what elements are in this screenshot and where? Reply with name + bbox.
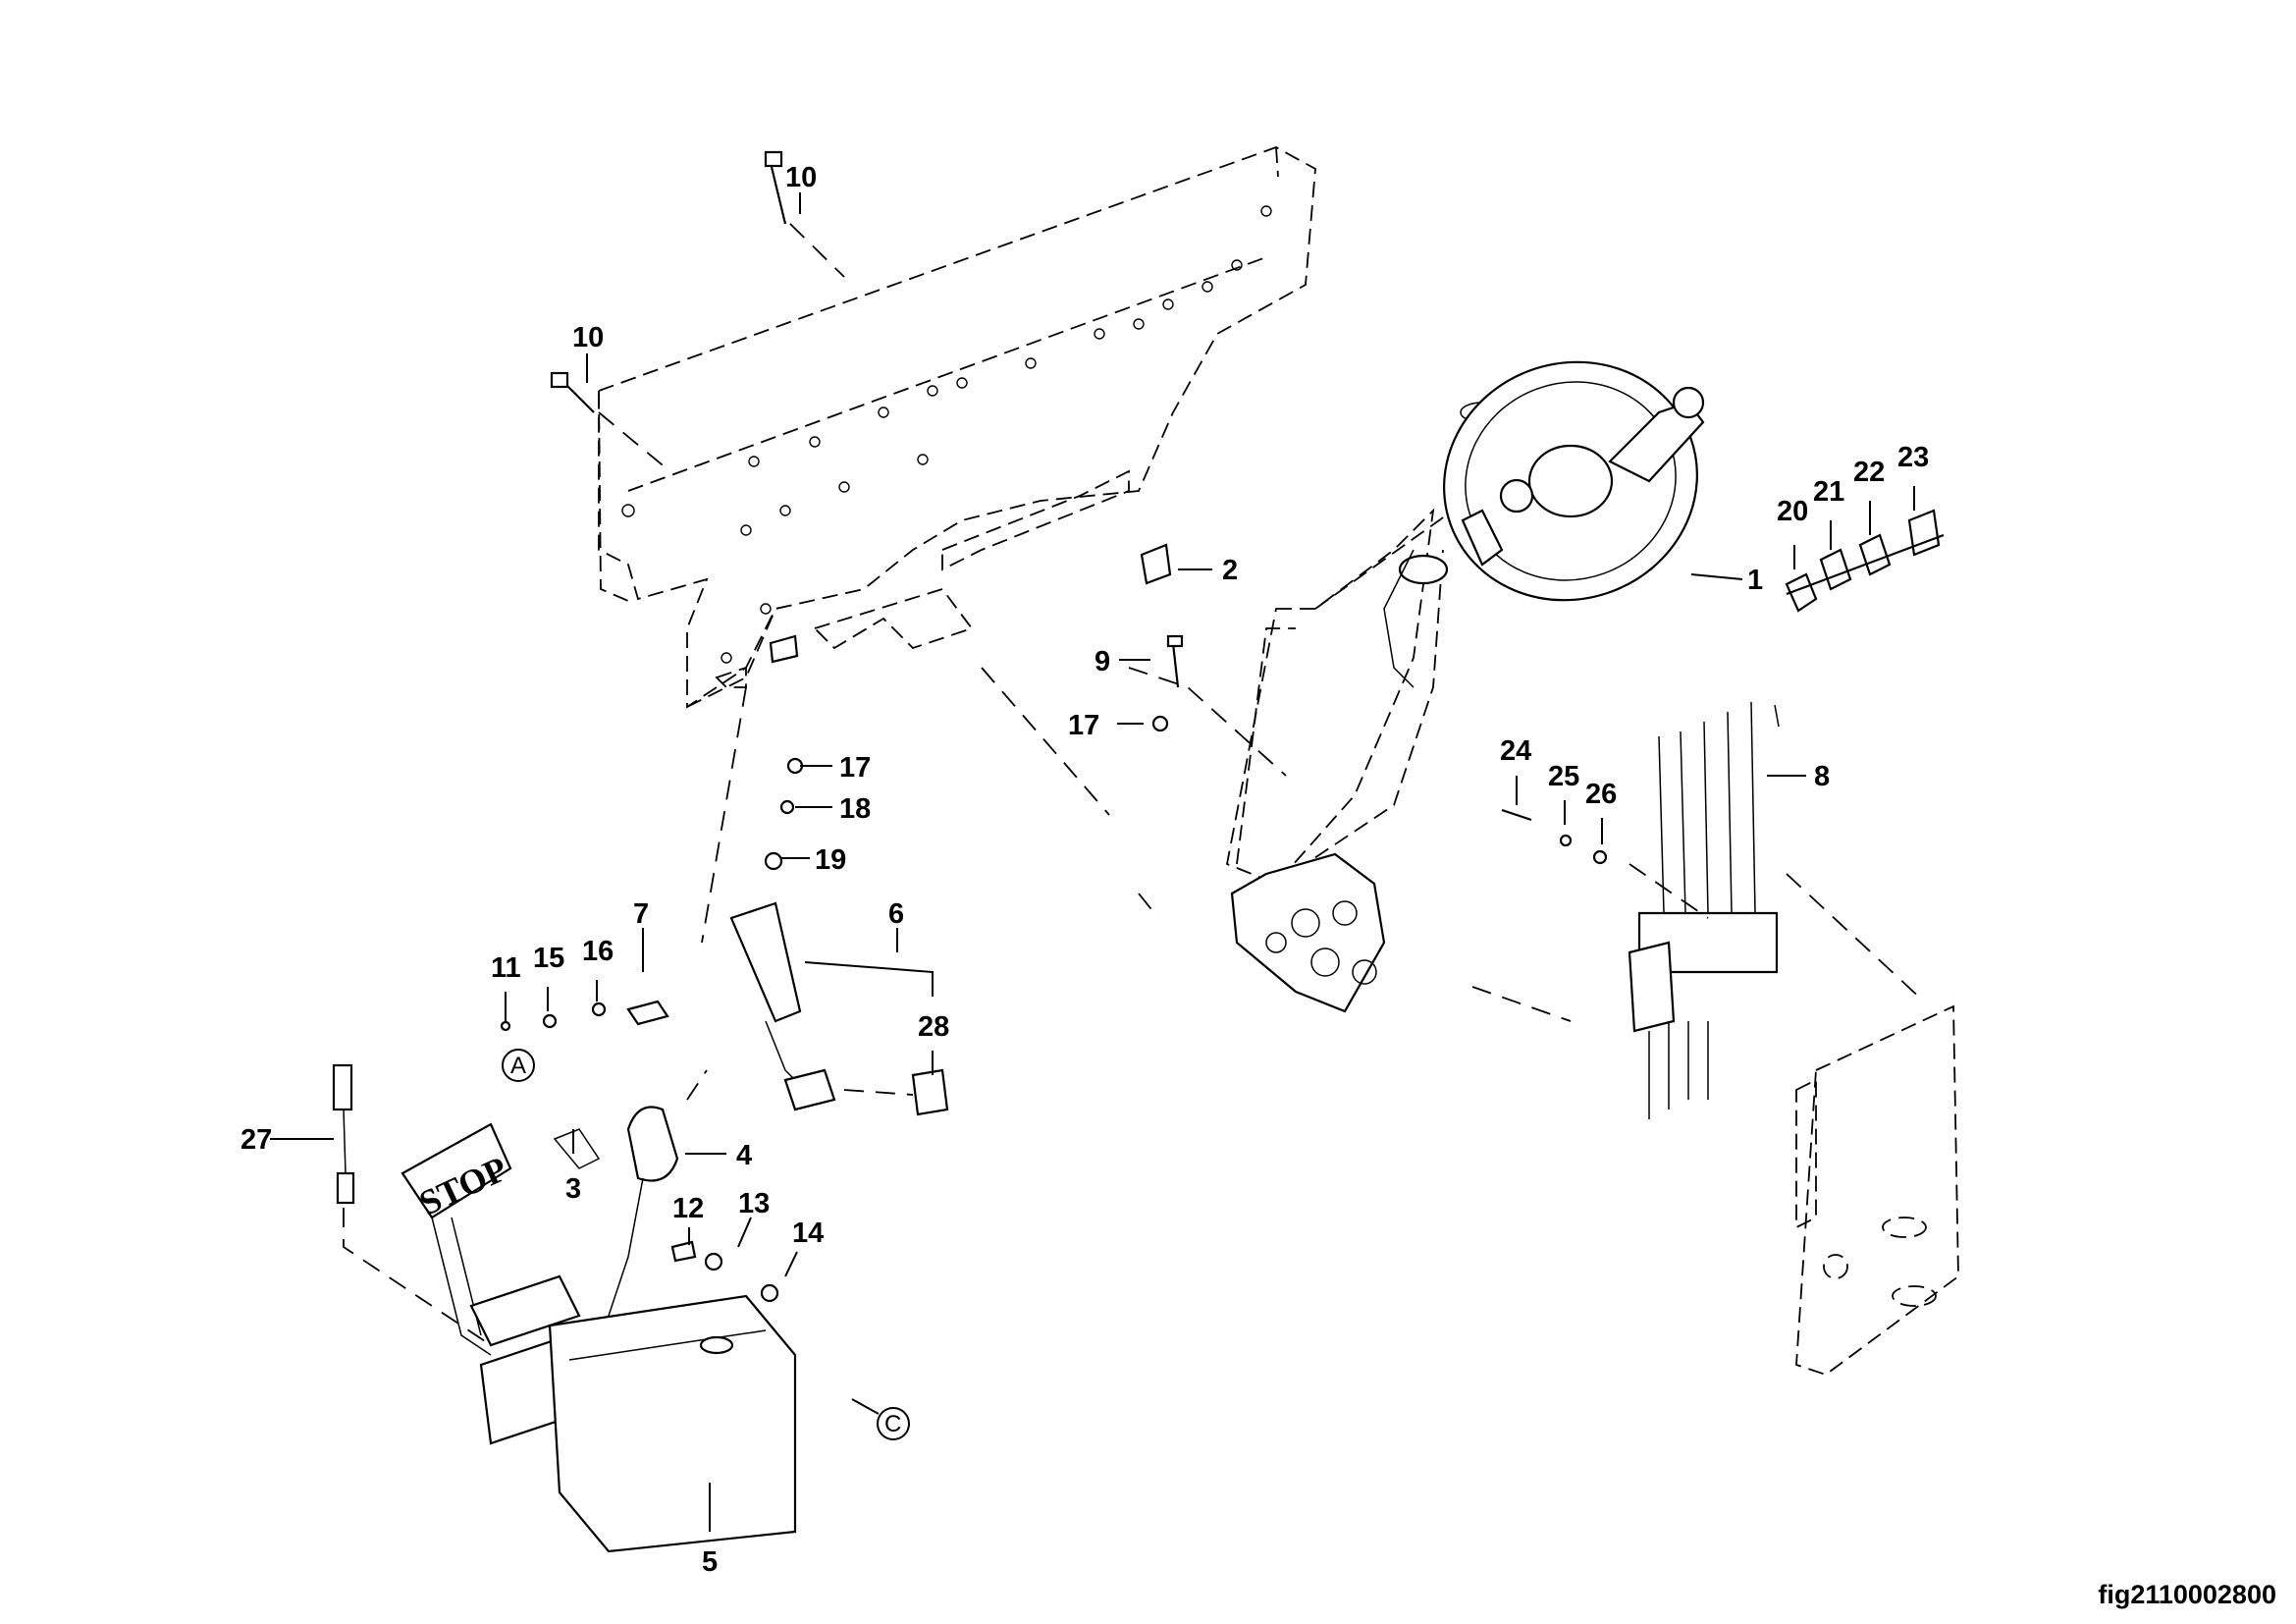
callout-15: 15 bbox=[533, 943, 564, 974]
callout-6: 6 bbox=[888, 898, 904, 930]
svg-text:A: A bbox=[510, 1053, 526, 1079]
callout-24: 24 bbox=[1500, 735, 1531, 767]
sensor-connector bbox=[332, 1063, 355, 1205]
callout-3: 3 bbox=[565, 1173, 581, 1205]
hydraulic-control-levers bbox=[1628, 701, 1780, 1119]
callout-12: 12 bbox=[672, 1193, 704, 1224]
callout-26: 26 bbox=[1585, 779, 1617, 810]
callout-10-lower: 10 bbox=[572, 322, 604, 353]
assembly-dash-lines bbox=[343, 223, 1925, 1346]
callout-9: 9 bbox=[1095, 646, 1110, 677]
figure-id: fig2110002800 bbox=[2098, 1580, 2276, 1609]
callout-23: 23 bbox=[1897, 442, 1929, 473]
callout-21: 21 bbox=[1813, 476, 1844, 508]
callout-2: 2 bbox=[1222, 555, 1238, 586]
callout-27: 27 bbox=[240, 1124, 272, 1156]
callout-1: 1 bbox=[1747, 565, 1763, 596]
foot-pedal bbox=[729, 901, 949, 1116]
callout-17-left: 17 bbox=[839, 752, 871, 784]
callout-10-upper: 10 bbox=[785, 162, 817, 193]
svg-text:C: C bbox=[884, 1411, 901, 1437]
chassis-frame-phantom bbox=[598, 146, 1316, 709]
callout-4: 4 bbox=[736, 1140, 752, 1171]
callout-7: 7 bbox=[633, 898, 649, 930]
callout-16: 16 bbox=[582, 936, 614, 967]
callout-28: 28 bbox=[918, 1011, 949, 1043]
callout-18: 18 bbox=[839, 793, 871, 825]
leader-lines bbox=[270, 192, 1915, 1532]
callout-25: 25 bbox=[1548, 761, 1579, 792]
callout-11: 11 bbox=[491, 952, 521, 984]
reference-letter-c: C bbox=[851, 1398, 910, 1440]
callout-20: 20 bbox=[1777, 496, 1808, 527]
fastener-hardware bbox=[500, 150, 1608, 1303]
callout-19: 19 bbox=[815, 844, 846, 876]
mounting-plate-phantom bbox=[1795, 1004, 1959, 1377]
callout-5: 5 bbox=[702, 1546, 718, 1578]
steering-wheel bbox=[1443, 360, 1705, 602]
callout-22: 22 bbox=[1853, 457, 1885, 488]
callout-13: 13 bbox=[738, 1188, 770, 1219]
callout-numbers: 1 2 3 4 5 6 7 8 9 10 10 11 12 13 14 15 1… bbox=[240, 162, 1929, 1578]
callout-14: 14 bbox=[792, 1218, 824, 1249]
callout-8: 8 bbox=[1814, 761, 1830, 792]
stop-pedal-assembly bbox=[400, 1106, 797, 1553]
callout-17-center: 17 bbox=[1068, 710, 1099, 741]
reference-letter-a: A bbox=[502, 1049, 535, 1082]
control-knob-set bbox=[1785, 509, 1945, 613]
